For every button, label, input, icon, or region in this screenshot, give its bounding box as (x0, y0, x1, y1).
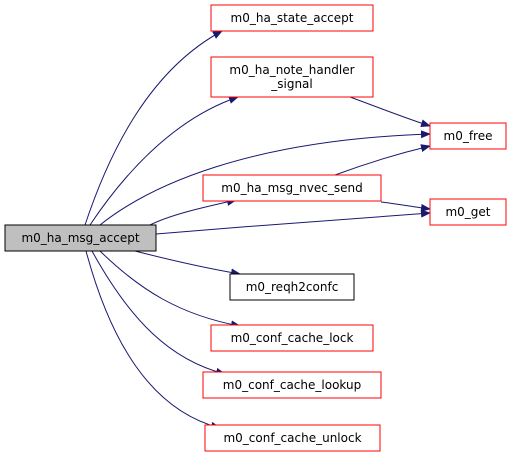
edge-root-to-n9 (85, 250, 221, 430)
edge-root-to-n6 (134, 250, 241, 277)
node-label: m0_get (445, 205, 490, 219)
root-node[interactable]: m0_ha_msg_accept (4, 224, 157, 252)
edge-root-to-n7 (99, 250, 241, 329)
callee-node[interactable]: m0_conf_cache_unlock (204, 424, 381, 452)
edge-root-to-n2 (89, 96, 239, 226)
node-label: m0_conf_cache_lock (231, 331, 354, 345)
node-box[interactable] (202, 371, 382, 399)
edge-root-to-n1 (84, 30, 223, 226)
node-box[interactable] (210, 56, 374, 98)
edge-root-to-n5 (155, 209, 431, 235)
node-box[interactable] (210, 4, 374, 32)
node-box[interactable] (204, 424, 381, 452)
callee-node[interactable]: m0_free (429, 122, 507, 150)
node-label: m0_free (444, 129, 493, 143)
edge-root-to-n4 (149, 198, 237, 226)
callee-node[interactable]: m0_reqh2confc (229, 273, 355, 301)
callee-node[interactable]: m0_ha_state_accept (210, 4, 374, 32)
node-label: m0_reqh2confc (246, 280, 339, 294)
callee-node[interactable]: m0_ha_msg_nvec_send (202, 174, 382, 202)
edge-n2-to-n3 (349, 96, 431, 128)
callee-node[interactable]: m0_conf_cache_lock (210, 324, 374, 352)
node-label: m0_conf_cache_lookup (223, 378, 361, 392)
edge-n4-to-n5 (380, 201, 431, 212)
node-box[interactable] (429, 122, 507, 150)
node-label: m0_ha_note_handler (229, 63, 354, 77)
node-box[interactable] (210, 324, 374, 352)
edge-layer (84, 30, 431, 430)
node-box[interactable] (229, 273, 355, 301)
node-label: m0_ha_msg_accept (21, 231, 139, 245)
callee-node[interactable]: m0_conf_cache_lookup (202, 371, 382, 399)
node-box[interactable] (202, 174, 382, 202)
edge-root-to-n8 (91, 250, 226, 376)
callee-node[interactable]: m0_ha_note_handler_signal (210, 56, 374, 98)
edge-root-to-n3 (99, 130, 431, 226)
node-layer: m0_ha_msg_accept m0_ha_state_accept m0_ha_… (4, 4, 507, 452)
callee-node[interactable]: m0_get (429, 198, 507, 226)
node-label: m0_ha_msg_nvec_send (221, 181, 362, 195)
edge-n4-to-n3 (334, 144, 431, 176)
node-label: _signal (270, 77, 313, 91)
node-label: m0_conf_cache_unlock (223, 431, 361, 445)
node-box[interactable] (429, 198, 507, 226)
node-box[interactable] (4, 224, 157, 252)
node-label: m0_ha_state_accept (231, 11, 354, 25)
